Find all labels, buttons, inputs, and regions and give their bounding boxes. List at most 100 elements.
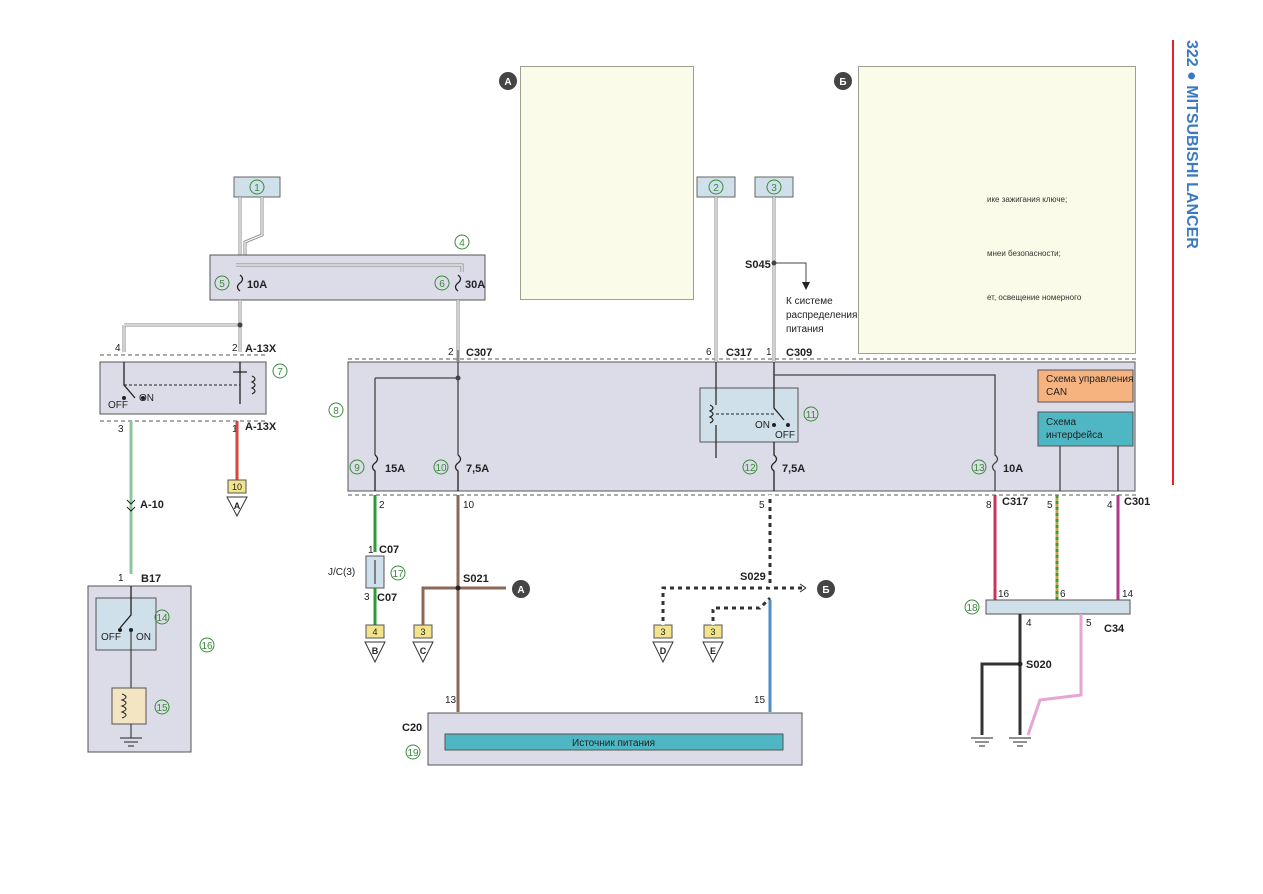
svg-text:3: 3 [710, 627, 715, 637]
svg-text:A: A [234, 501, 241, 511]
svg-text:B: B [372, 646, 379, 656]
block-16: 1 B17 OFF ON 14 16 15 [87, 573, 215, 753]
svg-text:5: 5 [1047, 500, 1053, 511]
svg-text:C307: C307 [466, 347, 492, 359]
ground-c: 3 C [412, 624, 434, 664]
svg-text:10A: 10A [1003, 463, 1023, 475]
svg-text:OFF: OFF [775, 430, 795, 441]
fuse-block-4: 4 5 10A 6 30A [209, 234, 486, 301]
svg-text:ON: ON [755, 420, 770, 431]
wire-fuse5-relay [122, 300, 460, 352]
svg-text:4: 4 [372, 627, 377, 637]
svg-text:C317: C317 [726, 347, 752, 359]
svg-text:8: 8 [333, 406, 339, 417]
svg-text:C34: C34 [1104, 623, 1125, 635]
svg-text:1: 1 [368, 545, 374, 556]
splice-s020: S020 [971, 614, 1083, 747]
svg-text:D: D [660, 646, 667, 656]
svg-text:C07: C07 [379, 544, 399, 556]
svg-text:3: 3 [364, 592, 370, 603]
svg-text:C317: C317 [1002, 496, 1028, 508]
svg-text:7,5A: 7,5A [782, 463, 805, 475]
svg-text:2: 2 [713, 183, 719, 194]
svg-text:3: 3 [771, 183, 777, 194]
note-box-a [520, 66, 694, 300]
svg-text:4: 4 [1107, 500, 1113, 511]
svg-text:6: 6 [1060, 589, 1066, 600]
svg-text:C20: C20 [402, 722, 422, 734]
svg-text:2: 2 [379, 500, 385, 511]
svg-text:1: 1 [766, 347, 772, 358]
ref-circle-b-top: Б [834, 72, 852, 90]
svg-text:Источник питания: Источник питания [572, 738, 655, 749]
svg-text:Б: Б [822, 585, 829, 596]
svg-text:7,5A: 7,5A [466, 463, 489, 475]
ground-a: 10 A [226, 479, 248, 518]
svg-text:Схема: Схема [1046, 417, 1077, 428]
svg-text:Б: Б [839, 77, 846, 88]
ground-e: 3 E [702, 624, 724, 664]
svg-text:3: 3 [660, 627, 665, 637]
ground-b: 4 B [364, 624, 386, 664]
fuse-6-rating: 30A [465, 279, 485, 291]
svg-text:15: 15 [754, 695, 766, 706]
source-box-3: 3 [754, 176, 794, 198]
svg-text:15A: 15A [385, 463, 405, 475]
svg-text:8: 8 [986, 500, 992, 511]
svg-text:15: 15 [156, 703, 168, 714]
svg-text:А: А [504, 77, 511, 88]
svg-text:16: 16 [998, 589, 1010, 600]
svg-text:CAN: CAN [1046, 387, 1067, 398]
splice-s045: S045 К системе распределения питания [745, 259, 857, 335]
svg-text:C07: C07 [377, 592, 397, 604]
fuse-5-rating: 10A [247, 279, 267, 291]
svg-text:5: 5 [759, 500, 765, 511]
svg-text:К системе: К системе [786, 296, 833, 307]
svg-text:3: 3 [118, 424, 124, 435]
note-box-b: ике зажигания ключе; мнеи безопасности; … [858, 66, 1136, 354]
note-b-line-1: ике зажигания ключе; [987, 195, 1068, 204]
svg-text:2: 2 [232, 343, 238, 354]
wires-c34 [993, 495, 1120, 600]
source-box-1: 1 [233, 176, 281, 198]
svg-text:S021: S021 [463, 573, 489, 585]
svg-text:10: 10 [463, 500, 475, 511]
svg-text:14: 14 [156, 613, 168, 624]
svg-text:ON: ON [139, 393, 154, 404]
svg-text:ON: ON [136, 632, 151, 643]
note-b-line-3: ет, освещение номерного [987, 293, 1082, 302]
conn-a13x-top: A-13X [245, 343, 277, 355]
svg-text:7: 7 [277, 367, 283, 378]
relay-7: 4 2 A-13X OFF ON 7 3 1 A-13X [99, 343, 288, 435]
note-b-line-2: мнеи безопасности; [987, 249, 1061, 258]
svg-text:Схема управления: Схема управления [1046, 374, 1133, 385]
svg-text:5: 5 [1086, 618, 1092, 629]
svg-text:C: C [420, 646, 427, 656]
wire-green-a10: A-10 [126, 421, 239, 574]
svg-text:18: 18 [966, 603, 978, 614]
ecu-block-8: 2 C307 6 C317 1 C309 8 9 15A 10 7,5A ON … [328, 347, 1136, 496]
svg-text:E: E [710, 646, 716, 656]
svg-text:5: 5 [219, 279, 225, 290]
wire-brown-s021: S021 A [421, 495, 530, 712]
svg-text:6: 6 [439, 279, 445, 290]
svg-text:12: 12 [744, 463, 756, 474]
svg-text:OFF: OFF [101, 632, 121, 643]
ref-circle-a-top: А [499, 72, 517, 90]
svg-text:B17: B17 [141, 573, 161, 585]
svg-text:OFF: OFF [108, 400, 128, 411]
connector-18: 16 6 14 18 4 5 C34 [964, 589, 1134, 635]
svg-text:C301: C301 [1124, 496, 1150, 508]
svg-text:4: 4 [115, 343, 121, 354]
svg-text:13: 13 [445, 695, 457, 706]
wire-s029: S029 Б [661, 495, 835, 712]
svg-text:16: 16 [201, 641, 213, 652]
svg-text:19: 19 [407, 748, 419, 759]
conn-a13x-bottom: A-13X [245, 421, 277, 433]
svg-text:2: 2 [448, 347, 454, 358]
junction-17: 1 C07 J/C(3) 17 3 C07 [328, 495, 406, 625]
svg-text:1: 1 [232, 424, 238, 435]
svg-text:3: 3 [420, 627, 425, 637]
svg-text:13: 13 [973, 463, 985, 474]
